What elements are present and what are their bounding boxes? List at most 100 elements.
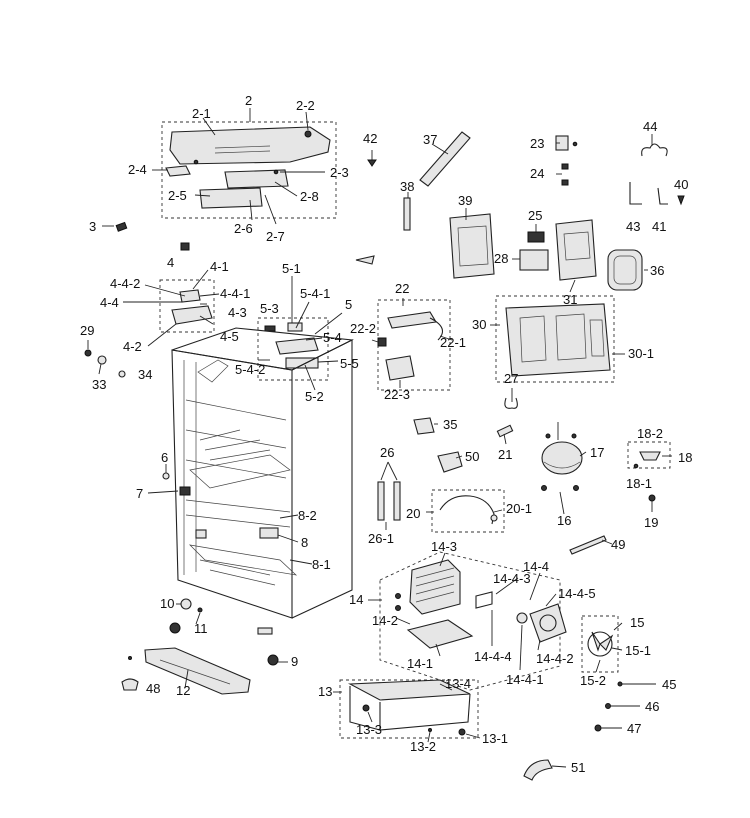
label-14-4: 14-4 (523, 559, 550, 574)
part-51 (523, 759, 553, 781)
part-3 (115, 221, 128, 232)
label-4-4-1: 4-4-1 (220, 286, 251, 301)
label-2-6: 2-6 (234, 221, 253, 236)
label-14: 14 (349, 592, 364, 607)
part-27 (504, 397, 518, 409)
part-14-4-2-fan (529, 603, 567, 643)
label-50: 50 (465, 449, 480, 464)
label-35: 35 (443, 417, 458, 432)
label-26-1: 26-1 (368, 531, 395, 546)
part-22-1 (387, 311, 437, 329)
label-16: 16 (557, 513, 572, 528)
part-22-3 (385, 355, 415, 381)
label-25: 25 (528, 208, 543, 223)
part-15-1-fan-blade (587, 631, 613, 657)
label-4: 4 (167, 255, 175, 270)
label-2-3: 2-3 (330, 165, 349, 180)
label-46: 46 (645, 699, 660, 714)
label-7: 7 (136, 486, 144, 501)
part-48 (121, 678, 139, 691)
part-33 (97, 355, 107, 365)
part-9 (267, 654, 279, 666)
label-4-4-2: 4-4-2 (110, 276, 141, 291)
label-37: 37 (423, 132, 438, 147)
label-4-3: 4-3 (228, 305, 247, 320)
part-screw (257, 627, 273, 635)
part-6 (162, 472, 170, 480)
label-47: 47 (627, 721, 642, 736)
label-13-1: 13-1 (482, 731, 509, 746)
label-13: 13 (318, 684, 333, 699)
label-14-3: 14-3 (431, 539, 458, 554)
part-5-2 (275, 337, 319, 355)
part-46 (605, 703, 611, 709)
label-23: 23 (530, 136, 545, 151)
label-3: 3 (89, 219, 97, 234)
part-31-cover (555, 219, 597, 281)
label-14-4-3: 14-4-3 (493, 571, 531, 586)
label-22-1: 22-1 (440, 335, 467, 350)
label-13-3: 13-3 (356, 722, 383, 737)
label-44: 44 (643, 119, 658, 134)
part-22-2 (377, 337, 387, 347)
label-6: 6 (161, 450, 169, 465)
label-4-2: 4-2 (123, 339, 142, 354)
label-42: 42 (363, 131, 378, 146)
part-41 (657, 187, 668, 205)
label-2-1: 2-1 (192, 106, 211, 121)
assembly-4 (123, 242, 220, 347)
label-14-4-1: 14-4-1 (506, 672, 544, 687)
assembly-13-bottom (333, 679, 481, 743)
label-5-3: 5-3 (260, 301, 279, 316)
part-13-3 (362, 704, 370, 712)
label-29: 29 (80, 323, 95, 338)
part-18-1 (633, 463, 639, 469)
part-49 (569, 535, 607, 555)
part-50-valve (437, 451, 463, 473)
part-20-tube (439, 495, 495, 525)
label-18: 18 (678, 450, 693, 465)
label-41: 41 (652, 219, 667, 234)
label-14-4-5: 14-4-5 (558, 586, 596, 601)
label-14-2: 14-2 (372, 613, 399, 628)
label-51: 51 (571, 760, 586, 775)
part-small-clip (355, 255, 375, 265)
part-11 (169, 622, 181, 634)
part-39-housing (449, 213, 495, 279)
label-15-1: 15-1 (625, 643, 652, 658)
label-4-5: 4-5 (220, 329, 239, 344)
part-35 (413, 417, 435, 435)
assembly-2-top-cover (152, 108, 337, 225)
part-44 (641, 143, 668, 157)
label-24: 24 (530, 166, 545, 181)
cabinet-left-side (171, 349, 293, 619)
label-15: 15 (630, 615, 645, 630)
label-4-1: 4-1 (210, 259, 229, 274)
part-12-base-plate (144, 647, 251, 695)
part-42 (367, 159, 377, 167)
label-5-1: 5-1 (282, 261, 301, 276)
part-38 (403, 197, 411, 231)
part-5-3 (264, 325, 276, 332)
label-14-4-4: 14-4-4 (474, 649, 512, 664)
part-14-1-drain (406, 619, 474, 649)
part-43 (629, 182, 642, 205)
part-2-4 (165, 165, 191, 177)
label-2: 2 (245, 93, 253, 108)
label-27: 27 (504, 371, 519, 386)
label-5: 5 (345, 297, 353, 312)
label-20: 20 (406, 506, 421, 521)
label-17: 17 (590, 445, 605, 460)
assembly-14-evaporator (368, 551, 567, 691)
label-8-1: 8-1 (312, 557, 331, 572)
part-2-2-clip (304, 130, 312, 138)
label-31: 31 (563, 292, 578, 307)
label-39: 39 (458, 193, 473, 208)
part-36 (607, 249, 643, 291)
assembly-5 (257, 276, 343, 391)
part-29 (84, 349, 92, 357)
label-30: 30 (472, 317, 487, 332)
label-2-8: 2-8 (300, 189, 319, 204)
cabinet-right-side (291, 339, 353, 619)
